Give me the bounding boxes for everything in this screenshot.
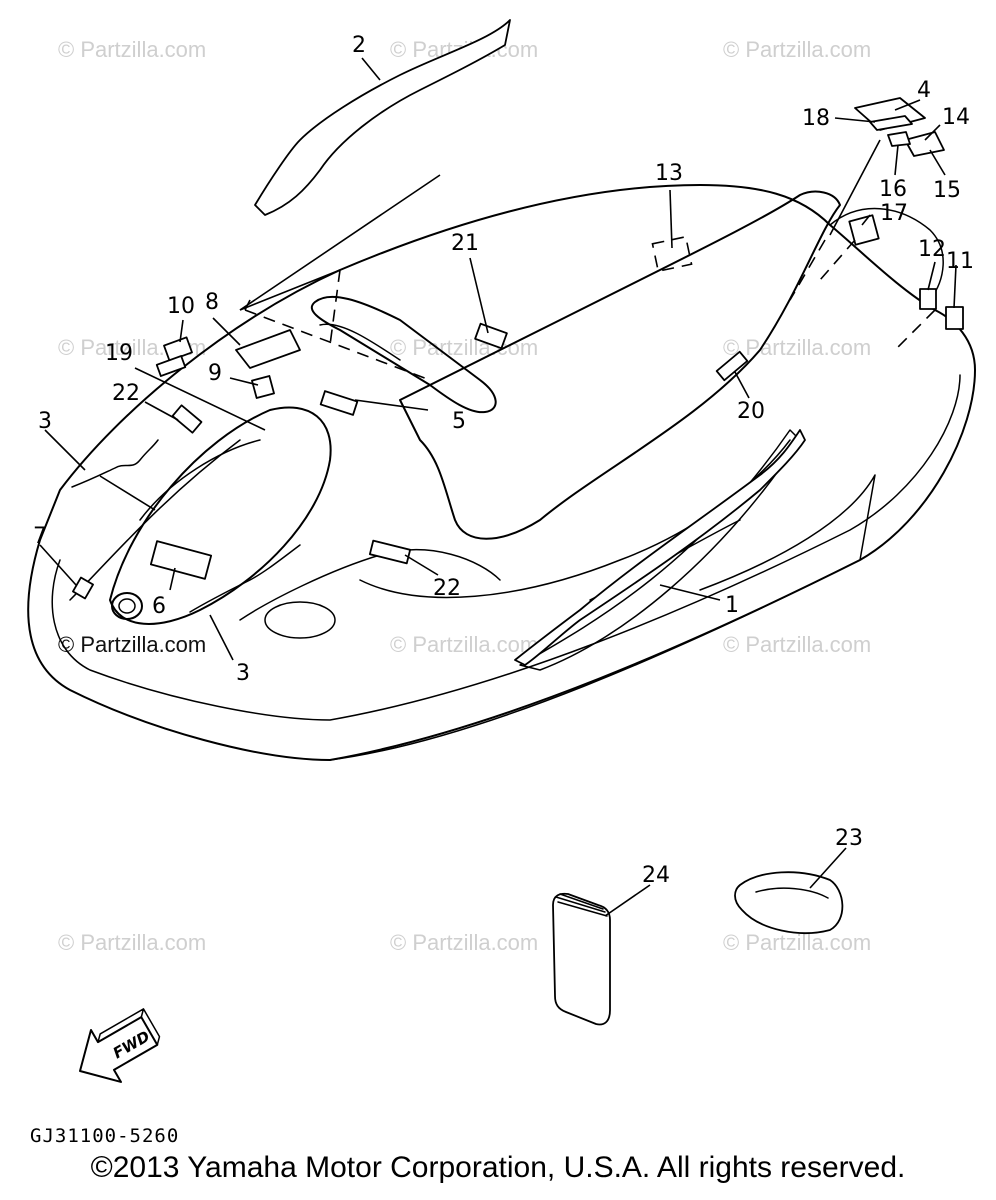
- callout-9: 9: [208, 361, 222, 386]
- decal-9: [251, 375, 275, 399]
- callout-8: 8: [205, 290, 219, 315]
- callout-10: 10: [167, 294, 195, 319]
- decal-22-lower: [368, 539, 412, 565]
- callout-24: 24: [642, 863, 670, 888]
- fwd-arrow: FWD: [79, 1008, 161, 1083]
- callout-17: 17: [880, 201, 908, 226]
- callout-15: 15: [933, 178, 961, 203]
- watermark-5: © Partzilla.com: [390, 335, 538, 360]
- decal-3-upper: [71, 439, 159, 488]
- decal-parts: [71, 19, 964, 1026]
- decal-1: [514, 429, 806, 666]
- watermark-12: © Partzilla.com: [723, 930, 871, 955]
- leader-lines: [39, 57, 957, 917]
- part-23-pouch: [734, 871, 844, 934]
- callout-1: 1: [725, 593, 739, 618]
- callout-3-lower: 3: [236, 661, 250, 686]
- decal-5: [319, 390, 359, 416]
- decal-3-lower: [189, 544, 301, 613]
- watermark-7: © Partzilla.com: [58, 632, 206, 657]
- watermark-6: © Partzilla.com: [723, 335, 871, 360]
- callout-12: 12: [918, 237, 946, 262]
- decal-18: [869, 115, 913, 131]
- watermark-8: © Partzilla.com: [390, 632, 538, 657]
- decal-6: [149, 540, 213, 580]
- watermark-1: © Partzilla.com: [58, 37, 206, 62]
- callout-21: 21: [451, 231, 479, 256]
- callout-5: 5: [452, 409, 466, 434]
- copyright-notice: ©2013 Yamaha Motor Corporation, U.S.A. A…: [90, 1151, 906, 1184]
- callout-7: 7: [33, 524, 47, 549]
- callout-16: 16: [879, 177, 907, 202]
- callout-2: 2: [352, 33, 366, 58]
- decal-19: [155, 355, 187, 377]
- decal-16: [887, 131, 911, 147]
- callout-23: 23: [835, 826, 863, 851]
- decal-21: [474, 322, 508, 350]
- watermark-10: © Partzilla.com: [58, 930, 206, 955]
- callout-18: 18: [802, 106, 830, 131]
- callout-6: 6: [152, 594, 166, 619]
- decal-11: [945, 306, 964, 330]
- decal-20: [715, 350, 749, 382]
- decal-17: [848, 214, 880, 246]
- callout-11: 11: [946, 249, 974, 274]
- decal-12: [919, 288, 937, 310]
- watermark-9: © Partzilla.com: [723, 632, 871, 657]
- callout-13: 13: [655, 161, 683, 186]
- drawing-code: GJ31100-5260: [30, 1125, 179, 1147]
- decal-2: [254, 19, 511, 216]
- callouts: 2 13 21 8 10 19 9 22 3 5 7 6 22 1 3 20 4…: [33, 33, 974, 888]
- callout-22-upper: 22: [112, 381, 140, 406]
- decal-14: [904, 131, 945, 157]
- decal-22-upper: [171, 404, 203, 434]
- decal-8: [235, 329, 301, 369]
- callout-19: 19: [105, 341, 133, 366]
- watermark-3: © Partzilla.com: [723, 37, 871, 62]
- decal-13: [651, 235, 693, 273]
- callout-20: 20: [737, 399, 765, 424]
- callout-3-upper: 3: [38, 409, 52, 434]
- watermark-11: © Partzilla.com: [390, 930, 538, 955]
- decal-7: [72, 576, 94, 600]
- part-24-manual: [552, 892, 611, 1026]
- watercraft-hull: [27, 184, 976, 761]
- callout-14: 14: [942, 105, 970, 130]
- callout-22-lower: 22: [433, 576, 461, 601]
- callout-4: 4: [917, 78, 931, 103]
